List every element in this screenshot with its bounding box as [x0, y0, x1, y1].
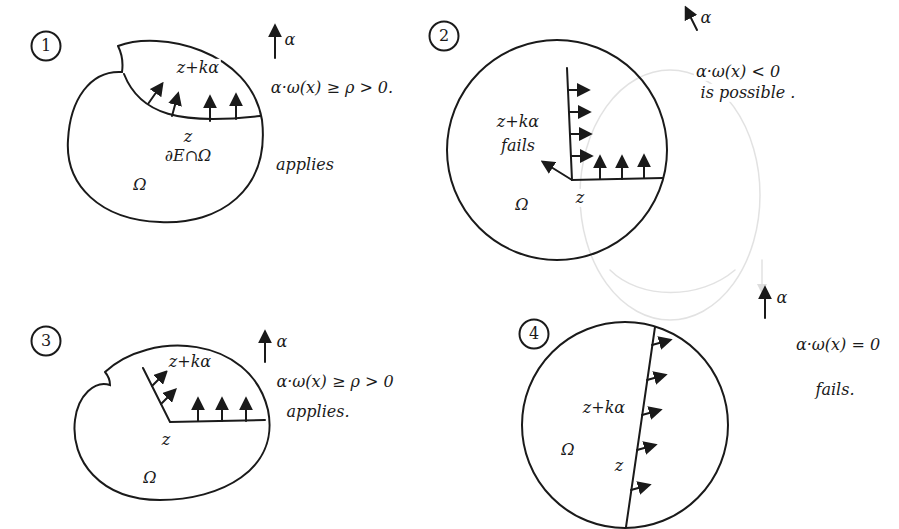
- domain-outline: [447, 40, 667, 260]
- math-label: ∂E∩Ω: [163, 147, 214, 165]
- math-label: z+kα: [581, 399, 627, 417]
- math-label: is possible .: [699, 84, 798, 102]
- math-label: α·ω(x) = 0: [794, 336, 882, 354]
- math-label: z+kα: [175, 59, 221, 77]
- math-label: α: [275, 333, 290, 351]
- math-label: z+kα: [167, 353, 213, 371]
- math-label: α: [775, 289, 790, 307]
- boundary-line: [626, 327, 655, 527]
- panel-number: 1: [30, 30, 62, 62]
- math-label: fails.: [814, 381, 857, 399]
- math-label: applies: [274, 156, 336, 174]
- math-label: applies.: [284, 403, 351, 421]
- math-label: Ω: [141, 469, 158, 487]
- erased-sketch: [580, 70, 762, 320]
- math-label: Ω: [513, 196, 530, 214]
- math-label: z: [574, 189, 586, 207]
- math-label: α·ω(x) < 0: [694, 63, 782, 81]
- math-label: z: [613, 457, 625, 475]
- boundary-corner: [567, 68, 663, 180]
- math-label: z: [182, 128, 194, 146]
- math-label: Ω: [131, 176, 148, 194]
- math-label: α·ω(x) ≥ ρ > 0: [274, 373, 395, 391]
- math-label: fails: [499, 137, 537, 155]
- math-label: α: [699, 9, 714, 27]
- domain-outline: [74, 346, 269, 500]
- math-label: z: [160, 431, 172, 449]
- domain-outline: [68, 41, 263, 222]
- panel-number-text: 4: [518, 324, 550, 343]
- domain-outline: [522, 322, 728, 528]
- boundary-corner: [143, 368, 265, 422]
- math-label: α: [283, 31, 298, 49]
- math-label: α·ω(x) ≥ ρ > 0.: [269, 79, 395, 97]
- math-label: Ω: [559, 441, 576, 459]
- panel-number: 3: [30, 325, 62, 357]
- boundary-curve: [124, 74, 260, 119]
- panel-number-text: 3: [30, 331, 62, 350]
- panel-number: 4: [518, 318, 550, 350]
- math-label: z+kα: [495, 113, 541, 131]
- panel-number-text: 1: [30, 36, 62, 55]
- panel-number-text: 2: [428, 26, 460, 45]
- panel-number: 2: [428, 20, 460, 52]
